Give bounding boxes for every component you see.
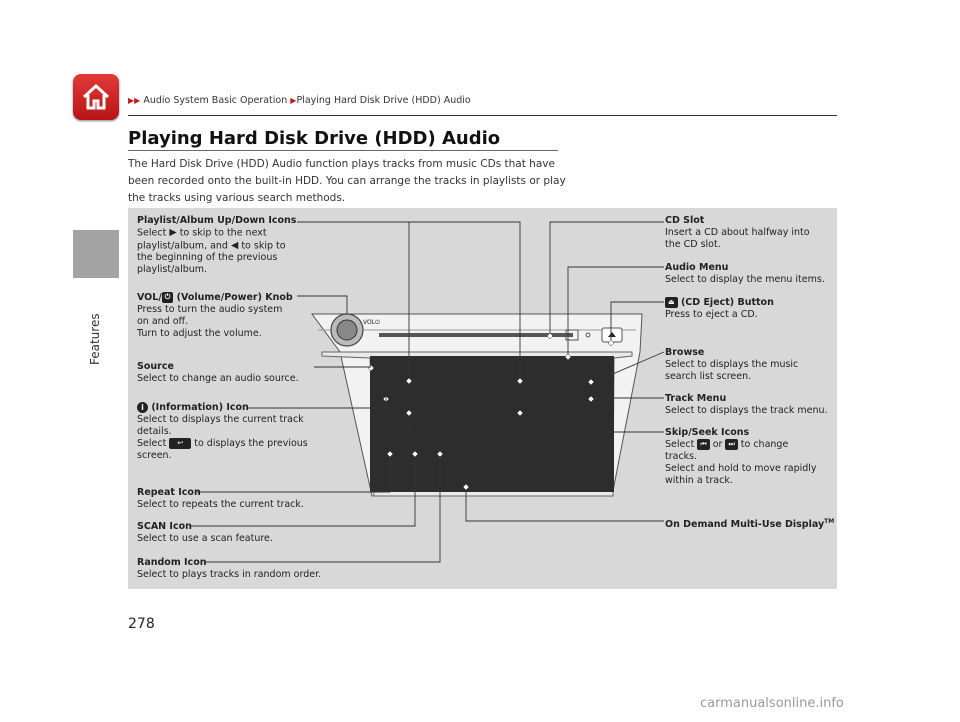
skip-forward-icon: ⏭ [725,439,738,450]
page-number: 278 [128,616,155,632]
callout-playlist: Playlist/Album Up/Down Icons Select ▶ to… [137,215,297,275]
info-icon: i [137,402,148,413]
power-icon: ⏻ [161,292,174,303]
play-right-icon: ▶ [169,227,177,238]
callout-trackmenu: Track Menu Select to displays the track … [665,393,828,416]
callout-source: Source Select to change an audio source. [137,361,299,384]
breadcrumb-link-1[interactable]: Audio System Basic Operation [143,95,288,106]
back-icon: ↩ [169,438,192,449]
play-left-icon: ◀ [230,239,239,251]
display-screen [370,356,614,492]
chapter-tab[interactable] [73,230,119,278]
callout-skip: Skip/Seek Icons Select ⏮ or ⏭ to change … [665,427,817,486]
watermark: carmanualsonline.info [700,696,844,711]
breadcrumb-link-2[interactable]: Playing Hard Disk Drive (HDD) Audio [296,95,471,106]
callout-info: i (Information) Icon Select to displays … [137,402,308,461]
home-icon [82,83,110,110]
callout-scan: SCAN Icon Select to use a scan feature. [137,521,273,544]
breadcrumb: ▶▶ Audio System Basic Operation ▶Playing… [128,95,471,106]
callout-eject: ⏏ (CD Eject) Button Press to eject a CD. [665,297,774,320]
intro-text: The Hard Disk Drive (HDD) Audio function… [128,158,566,204]
divider [128,115,837,116]
callout-repeat: Repeat Icon Select to repeats the curren… [137,487,304,510]
cd-slot [379,333,573,337]
callout-audiomenu: Audio Menu Select to display the menu it… [665,262,825,285]
callout-browse: Browse Select to displays the music sear… [665,347,799,382]
page-title: Playing Hard Disk Drive (HDD) Audio [128,128,501,149]
callout-cdslot: CD Slot Insert a CD about halfway into t… [665,215,810,250]
title-rule [128,150,558,151]
home-button[interactable] [73,74,119,120]
skip-back-icon: ⏮ [697,439,710,450]
svg-text:VOL⏻: VOL⏻ [363,319,380,326]
callout-ondemand: On Demand Multi-Use DisplayTM [665,518,835,531]
callout-vol: VOL/⏻ (Volume/Power) Knob Press to turn … [137,292,293,339]
callout-random: Random Icon Select to plays tracks in ra… [137,557,322,580]
eject-icon: ⏏ [665,297,678,308]
